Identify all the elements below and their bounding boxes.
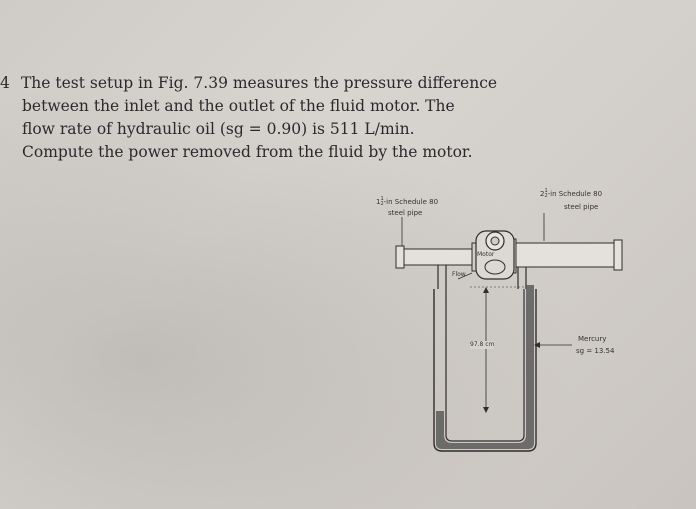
figure-drawing	[395, 213, 623, 452]
outlet-pipe-cap	[613, 239, 623, 271]
flow-label: Flow	[452, 271, 466, 278]
problem-number: 4	[0, 74, 10, 92]
inlet-pipe-cap	[395, 245, 405, 269]
height-label: 97.8 cm	[470, 341, 495, 349]
height-arrow-top	[483, 287, 489, 293]
height-arrow-bottom	[483, 407, 489, 413]
problem-text-line-2: between the inlet and the outlet of the …	[22, 97, 455, 115]
flow-arrow-line	[457, 272, 473, 280]
outlet-pipe	[505, 242, 617, 268]
problem-line-1: 4 The test setup in Fig. 7.39 measures t…	[0, 72, 497, 95]
motor-label: Motor	[477, 251, 495, 258]
u-tube-outer	[433, 289, 537, 452]
mercury-label: Mercury	[578, 335, 607, 343]
problem-text-line-4: Compute the power removed from the fluid…	[22, 143, 473, 161]
motor-shaft-inner	[490, 236, 500, 246]
problem-text-line-1: The test setup in Fig. 7.39 measures the…	[20, 74, 498, 92]
mercury-arrow	[534, 342, 540, 348]
problem-statement: 4 The test setup in Fig. 7.39 measures t…	[0, 72, 497, 164]
mercury-sg-label: sg = 13.54	[576, 347, 615, 355]
u-tube-inner	[445, 289, 525, 442]
problem-text-line-3: flow rate of hydraulic oil (sg = 0.90) i…	[22, 120, 415, 138]
inlet-pipe-label-2: steel pipe	[388, 209, 423, 217]
mercury-column	[436, 285, 534, 449]
motor-base	[484, 259, 506, 275]
outlet-pipe-label-2: steel pipe	[564, 203, 599, 211]
